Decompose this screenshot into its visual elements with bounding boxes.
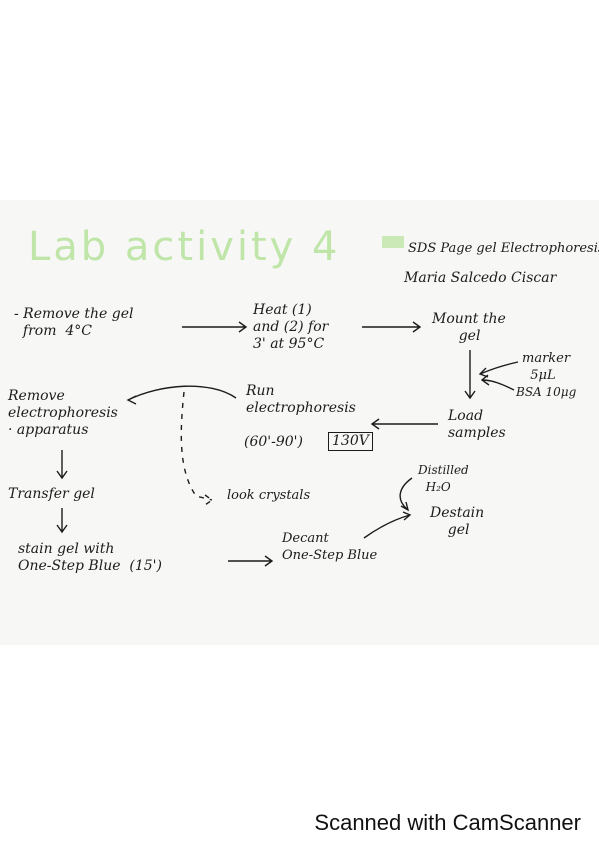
page-title: Lab activity 4 — [28, 224, 341, 270]
arrow-stain-to-decant — [228, 555, 274, 567]
step-look-crystals: look crystals — [227, 488, 311, 503]
run-voltage: 130V — [328, 432, 373, 451]
step-heat: Heat (1) and (2) for 3' at 95°C — [253, 302, 329, 352]
step-marker: marker 5μL — [522, 351, 571, 383]
step-transfer-gel: Transfer gel — [8, 486, 95, 502]
arrow-remove-to-transfer — [56, 450, 68, 480]
run-time: (60'-90') — [244, 434, 303, 450]
step-destain-gel: Destain gel — [430, 505, 485, 538]
subtitle: SDS Page gel Electrophoresis — [408, 241, 599, 256]
arrow-load-to-run — [370, 418, 438, 430]
step-distilled-water: Distilled H₂O — [418, 463, 469, 494]
arrow-decant-to-destain — [363, 511, 412, 539]
author-name: Maria Salcedo Ciscar — [404, 270, 557, 286]
step-run-electrophoresis: Run electrophoresis — [246, 383, 356, 416]
step-load-samples: Load samples — [448, 408, 506, 441]
scanner-watermark: Scanned with CamScanner — [314, 810, 581, 835]
step-stain-gel: stain gel with One-Step Blue (15') — [18, 541, 162, 574]
step-mount-gel: Mount the gel — [432, 311, 506, 344]
step-decant: Decant One-Step Blue — [282, 531, 378, 563]
step-bsa: BSA 10μg — [516, 385, 577, 399]
scanned-paper — [0, 200, 599, 645]
arrow-marker — [478, 361, 519, 378]
arrow-dashed-crystals — [180, 391, 214, 506]
arrow-remove-to-heat — [182, 321, 248, 333]
arrow-run-to-remove — [126, 385, 237, 405]
arrow-heat-to-mount — [362, 321, 422, 333]
arrow-transfer-to-stain — [56, 508, 68, 534]
arrow-bsa — [480, 374, 515, 391]
highlight-mark — [382, 236, 404, 248]
step-remove-apparatus: Remove electrophoresis · apparatus — [8, 388, 118, 438]
arrow-mount-to-load — [464, 350, 476, 400]
arrow-water-to-destain — [399, 477, 413, 512]
step-remove-gel: - Remove the gel from 4°C — [14, 306, 134, 339]
